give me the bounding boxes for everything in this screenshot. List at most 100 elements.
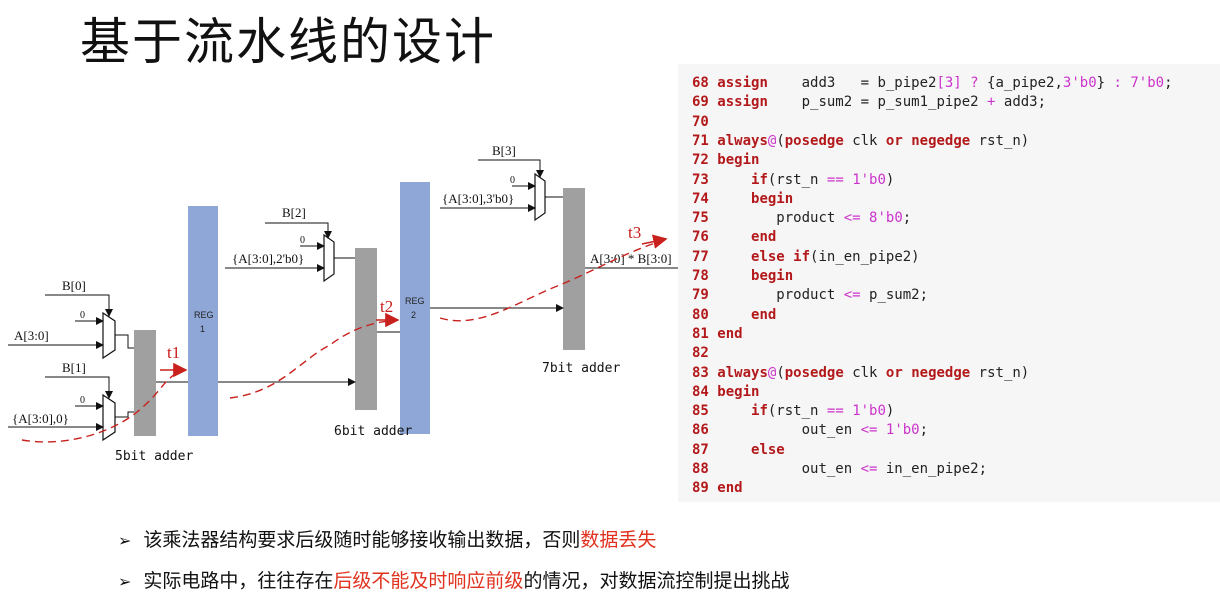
pipeline-diagram: REG 1 REG 2 B[0] A[3:0] B[1] {A: [8, 143, 680, 464]
register-1-label-line2: 1: [200, 324, 205, 334]
register-1-block: [188, 206, 218, 436]
code-line: 74 begin: [692, 190, 793, 209]
code-line: 72 begin: [692, 151, 759, 170]
code-line: 70: [692, 113, 717, 132]
code-line-number: 78: [692, 268, 718, 284]
code-line: 78 begin: [692, 267, 793, 286]
mux-4: [534, 172, 546, 222]
code-line-number: 88: [692, 461, 718, 477]
bullet-1: ➢该乘法器结构要求后级随时能够接收输出数据，否则数据丢失: [118, 525, 656, 552]
bullet-1-text: 该乘法器结构要求后级随时能够接收输出数据，否则: [143, 529, 581, 551]
data-flow-path: [21, 239, 666, 443]
adder-3-label: 7bit adder: [542, 361, 620, 376]
code-token: [717, 172, 751, 188]
code-token: begin: [717, 152, 760, 169]
code-line: 71 always@(posedge clk or negedge rst_n): [692, 132, 1029, 151]
code-token: 7'b0: [1130, 75, 1165, 91]
code-token: :: [1105, 75, 1131, 91]
code-line-number: 71: [692, 132, 718, 149]
code-line: 84 begin: [692, 383, 759, 402]
slide-title: 基于流水线的设计: [80, 13, 496, 71]
code-token: else: [751, 441, 785, 458]
code-token: [877, 422, 885, 438]
code-token: [717, 307, 751, 323]
code-token: ): [885, 403, 895, 420]
code-token: in_en_pipe2;: [877, 461, 988, 477]
code-token: [717, 249, 751, 265]
code-line-number: 68: [692, 75, 718, 91]
code-token: (: [776, 364, 785, 381]
code-token: [717, 191, 751, 207]
code-line: 85 if(rst_n == 1'b0): [692, 402, 894, 421]
code-line: 69 assign p_sum2 = p_sum1_pipe2 + add3;: [692, 93, 1046, 112]
adder-1-label: 5bit adder: [115, 449, 193, 464]
code-token: 8'b0: [869, 210, 903, 227]
code-token: (: [776, 132, 785, 149]
code-token: end: [717, 480, 743, 497]
code-line: 79 product <= p_sum2;: [692, 286, 928, 305]
code-token: begin: [717, 383, 760, 400]
code-token: clk: [843, 364, 886, 381]
timing-label-t1: t1: [167, 343, 180, 362]
code-token: p_sum2 = p_sum1_pipe2: [767, 94, 988, 111]
bullet-2-tail: 的情况，对数据流控制提出挑战: [523, 570, 790, 592]
adder-2-label: 6bit adder: [334, 424, 412, 439]
code-token: if: [751, 403, 768, 420]
code-token: @: [767, 364, 777, 381]
mux-3: [323, 233, 335, 283]
code-token: assign: [717, 75, 768, 91]
code-token: begin: [751, 190, 794, 207]
code-line-number: 85: [692, 403, 718, 420]
adder-1-block: [134, 330, 156, 436]
bullet-arrow-icon: ➢: [118, 531, 132, 550]
code-line-number: 81: [692, 325, 718, 342]
code-token: (in_en_pipe2): [810, 248, 920, 265]
code-line-number: 74: [692, 190, 718, 207]
code-token: 3'b0: [1062, 75, 1097, 91]
code-line: 83 always@(posedge clk or negedge rst_n): [692, 364, 1029, 383]
code-line: 75 product <= 8'b0;: [692, 209, 911, 228]
timing-label-t2: t2: [380, 297, 393, 316]
register-2-label-line1: REG: [405, 296, 425, 306]
code-token: [717, 403, 751, 419]
code-line-number: 86: [692, 422, 718, 439]
code-line-number: 69: [692, 94, 718, 111]
code-token: ==: [826, 403, 844, 420]
input-label-a-shift3: {A[3:0],3'b0}: [442, 191, 514, 206]
bullet-2: ➢实际电路中，往往存在后级不能及时响应前级的情况，对数据流控制提出挑战: [118, 566, 789, 593]
verilog-code-panel: 68 assign add3 = b_pipe2[3] ? {a_pipe2,3…: [678, 64, 1220, 502]
bullet-2-highlight: 后级不能及时响应前级: [333, 570, 524, 592]
code-token: out_en: [717, 461, 861, 477]
code-line: 81 end: [692, 325, 743, 344]
register-2-block: [400, 182, 430, 434]
code-token: clk: [843, 132, 886, 149]
code-token: [717, 442, 751, 458]
code-token: 1'b0: [852, 171, 886, 188]
input-label-a: A[3:0]: [14, 328, 49, 343]
code-token: end: [717, 325, 743, 342]
bullet-2-text: 实际电路中，往往存在: [143, 570, 334, 592]
code-token: [3]: [936, 75, 962, 91]
zero-label-2: 0: [80, 395, 85, 406]
timing-label-t3: t3: [628, 223, 641, 242]
code-token: (rst_n: [767, 403, 827, 420]
code-token: assign: [717, 94, 768, 111]
code-line-number: 72: [692, 152, 718, 169]
code-token: (rst_n: [767, 171, 827, 188]
code-token: end: [751, 229, 777, 246]
code-line-number: 87: [692, 441, 718, 458]
output-label: A[3:0] * B[3:0]: [590, 251, 672, 266]
register-1-label-line1: REG: [194, 310, 214, 320]
zero-label-4: 0: [510, 175, 515, 186]
code-line: 89 end: [692, 479, 743, 498]
code-line-number: 89: [692, 480, 718, 497]
mux-2: [102, 393, 116, 442]
code-token: ;: [919, 422, 929, 439]
code-token: <=: [843, 210, 861, 227]
code-token: 1'b0: [885, 422, 920, 439]
code-line-number: 83: [692, 364, 718, 381]
code-token: 1'b0: [852, 403, 886, 420]
code-token: [861, 210, 869, 226]
code-token: <=: [843, 287, 861, 304]
code-line-number: 84: [692, 383, 718, 400]
